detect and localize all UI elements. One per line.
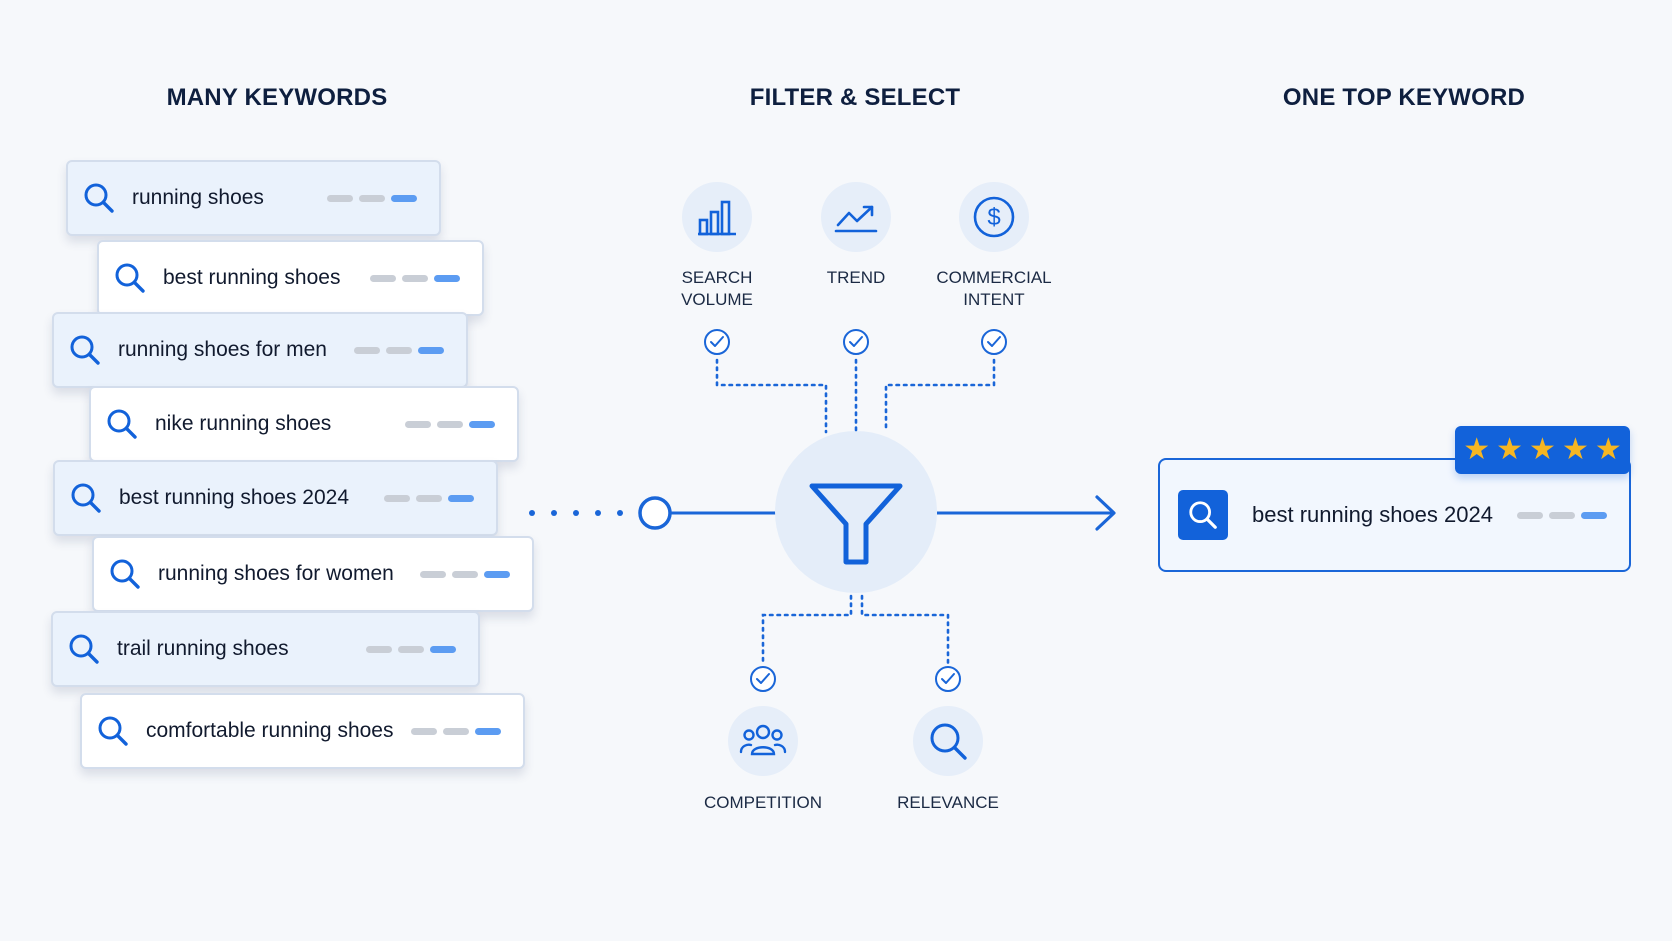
search-icon — [69, 634, 99, 664]
search-icon — [1178, 490, 1228, 540]
metric-bars — [405, 420, 495, 428]
trend-filter — [821, 182, 891, 252]
search-volume-filter — [682, 182, 752, 252]
keyword-label: running shoes for men — [118, 338, 327, 361]
metric-bars — [354, 346, 444, 354]
metric-bars — [370, 274, 460, 282]
search-icon — [84, 183, 114, 213]
keyword-card[interactable]: nike running shoes — [89, 386, 519, 462]
dotted-lead-in — [529, 510, 623, 516]
search-icon — [110, 559, 140, 589]
star-icon: ★ — [1496, 433, 1524, 466]
arrow-head — [1095, 495, 1116, 531]
trend-label: TREND — [826, 268, 886, 287]
keyword-card[interactable]: trail running shoes — [51, 611, 480, 687]
competition-label: COMPETITION — [703, 793, 823, 812]
keyword-label: nike running shoes — [155, 412, 332, 435]
search-icon — [107, 409, 137, 439]
keyword-card[interactable]: running shoes for women — [92, 536, 534, 612]
relevance-filter — [913, 706, 983, 776]
funnel-icon — [809, 483, 903, 565]
star-icon: ★ — [1561, 433, 1589, 466]
star-icon: ★ — [1594, 433, 1622, 466]
keyword-label: best running shoes 2024 — [119, 486, 350, 509]
search-icon — [115, 263, 145, 293]
keyword-card[interactable]: running shoes — [66, 160, 441, 236]
relevance-label: RELEVANCE — [897, 793, 999, 812]
keyword-label: comfortable running shoes — [146, 719, 394, 742]
metric-bars — [411, 727, 501, 735]
search-icon — [98, 716, 128, 746]
metric-bars — [420, 570, 510, 578]
input-node — [638, 496, 672, 530]
many-keywords-title: MANY KEYWORDS — [166, 84, 388, 111]
keyword-label: best running shoes — [163, 266, 341, 289]
star-icon: ★ — [1463, 433, 1491, 466]
commercial-intent-filter: $ — [959, 182, 1029, 252]
trend-icon — [834, 205, 878, 233]
dollar-icon: $ — [973, 196, 1015, 238]
bar-chart-icon — [698, 200, 736, 236]
metric-bars — [384, 494, 474, 502]
top-keyword-card[interactable]: best running shoes 2024 — [1158, 458, 1631, 572]
metric-bars — [366, 645, 456, 653]
keyword-label: trail running shoes — [117, 637, 289, 660]
competition-filter — [728, 706, 798, 776]
keyword-card[interactable]: best running shoes 2024 — [53, 460, 498, 536]
search-icon — [70, 335, 100, 365]
people-icon — [739, 724, 787, 756]
star-icon: ★ — [1529, 433, 1556, 466]
keyword-label: running shoes — [132, 186, 264, 209]
one-top-keyword-title: ONE TOP KEYWORD — [1282, 84, 1526, 111]
search-volume-label: SEARCH VOLUME — [681, 268, 753, 309]
rating-badge: ★ ★ ★ ★ ★ — [1455, 426, 1630, 474]
top-keyword-label: best running shoes 2024 — [1252, 502, 1493, 527]
commercial-intent-label: COMMERCIAL INTENT — [936, 268, 1052, 309]
metric-bars — [327, 194, 417, 202]
search-icon — [930, 723, 967, 760]
keyword-card[interactable]: comfortable running shoes — [80, 693, 525, 769]
filter-select-title: FILTER & SELECT — [749, 84, 961, 111]
svg-text:$: $ — [987, 204, 1000, 231]
keyword-card[interactable]: running shoes for men — [52, 312, 468, 388]
search-icon — [71, 483, 101, 513]
keyword-card[interactable]: best running shoes — [97, 240, 484, 316]
metric-bars — [1517, 511, 1607, 519]
keyword-label: running shoes for women — [158, 562, 394, 585]
